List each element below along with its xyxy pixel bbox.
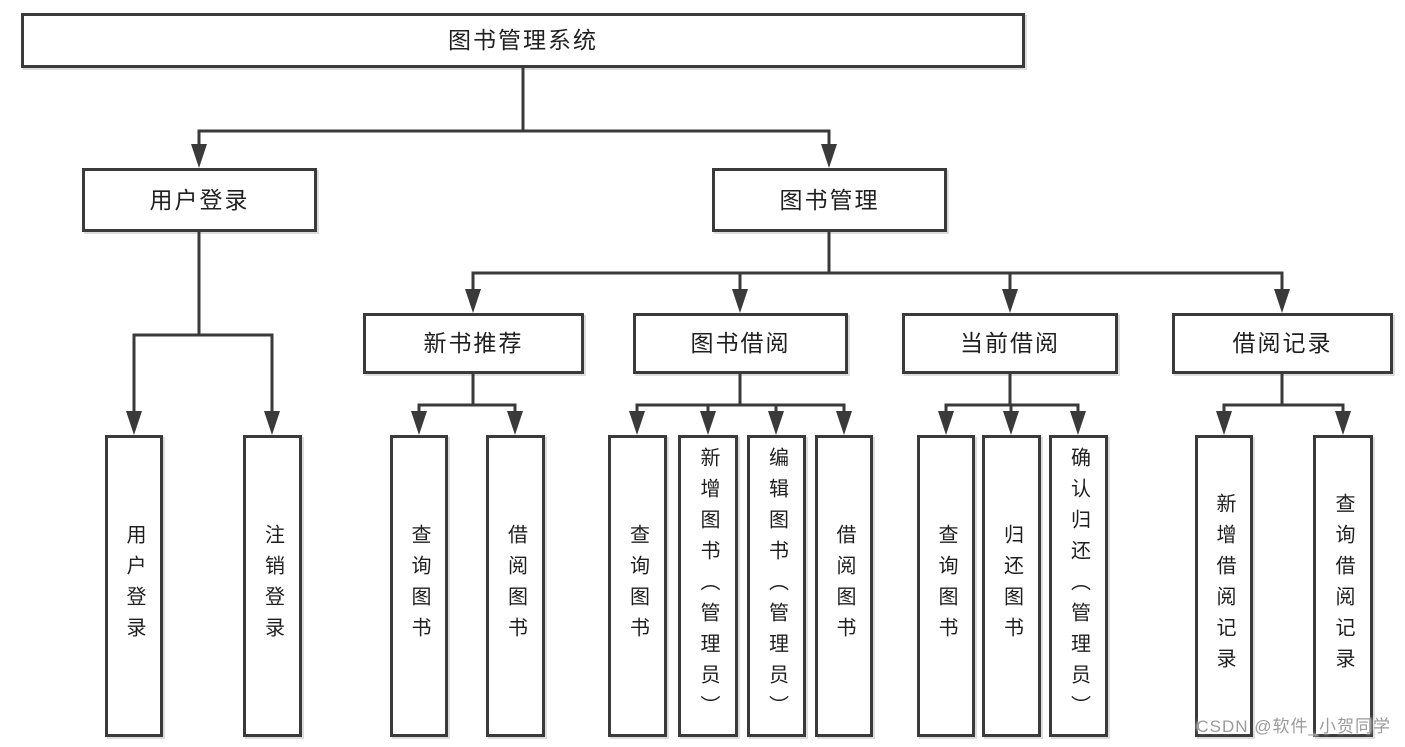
node-label: 新书推荐 [423,330,524,356]
node-label: 确认归还（管理员） [1067,446,1090,726]
node-label: 图书管理系统 [448,27,598,53]
node-label: 注销登录 [261,524,284,648]
leaf-bb-edit-books-admin: 编辑图书（管理员） [747,435,806,737]
node-label: 借阅图书 [833,524,855,648]
node-label: 借阅记录 [1232,330,1333,356]
node-label: 借阅图书 [504,524,527,648]
node-label: 编辑图书（管理员） [765,446,788,726]
node-label: 查询图书 [408,524,430,648]
node-system-root: 图书管理系统 [21,13,1025,68]
leaf-br-query-record: 查询借阅记录 [1313,435,1373,737]
leaf-logout: 注销登录 [243,435,302,737]
leaf-bb-borrow-books: 借阅图书 [815,435,873,737]
node-label: 图书管理 [779,186,880,213]
leaf-nbr-query-books: 查询图书 [390,435,448,737]
node-label: 查询图书 [935,524,957,648]
node-book-borrow: 图书借阅 [633,313,848,374]
node-label: 当前借阅 [960,330,1060,356]
node-label: 图书借阅 [690,330,791,356]
node-label: 新增借阅记录 [1213,493,1235,679]
node-label: 查询借阅记录 [1332,493,1354,679]
node-label: 用户登录 [123,524,145,648]
node-borrow-records: 借阅记录 [1172,313,1393,374]
node-book-management: 图书管理 [712,168,947,232]
leaf-bb-add-books-admin: 新增图书（管理员） [678,435,738,737]
node-label: 归还图书 [1000,524,1023,648]
leaf-cb-return-books: 归还图书 [982,435,1041,737]
node-new-book-recommend: 新书推荐 [363,313,584,374]
node-label: 用户登录 [149,186,250,213]
leaf-nbr-borrow-books: 借阅图书 [486,435,545,737]
node-label: 查询图书 [626,524,649,648]
leaf-bb-query-books: 查询图书 [608,435,667,737]
leaf-user-login: 用户登录 [105,435,163,737]
watermark-text: CSDN @软件_小贺同学 [1196,717,1391,736]
leaf-br-add-record: 新增借阅记录 [1195,435,1253,737]
leaf-cb-confirm-return-admin: 确认归还（管理员） [1049,435,1108,737]
node-current-borrow: 当前借阅 [902,313,1118,374]
node-label: 新增图书（管理员） [697,446,719,726]
node-user-login: 用户登录 [82,168,317,232]
leaf-cb-query-books: 查询图书 [917,435,975,737]
